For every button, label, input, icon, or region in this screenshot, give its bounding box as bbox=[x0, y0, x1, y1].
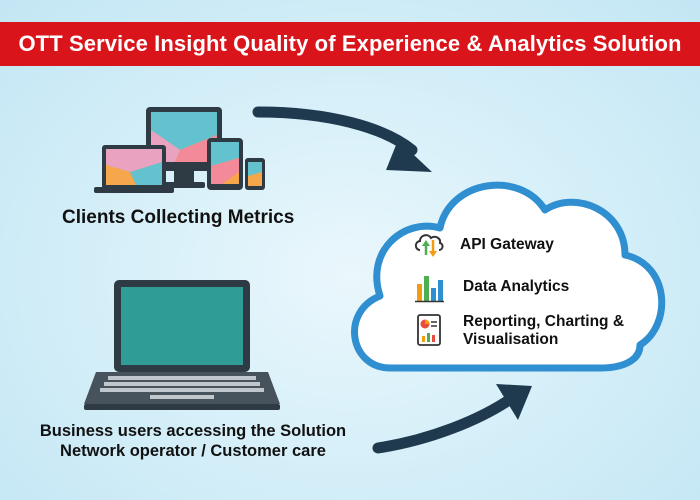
business-caption-line1: Business users accessing the Solution bbox=[39, 422, 347, 440]
title-banner: OTT Service Insight Quality of Experienc… bbox=[0, 22, 700, 66]
bar-chart-icon bbox=[415, 276, 444, 303]
page-title: OTT Service Insight Quality of Experienc… bbox=[18, 31, 682, 56]
arrow-to-cloud bbox=[252, 106, 432, 172]
arrow-from-cloud bbox=[372, 384, 532, 454]
api-gateway-icon bbox=[414, 234, 444, 257]
business-caption: Business users accessing the Solution Ne… bbox=[18, 421, 368, 461]
service-reporting: Reporting, Charting & Visualisation bbox=[412, 313, 653, 349]
service-label: Data Analytics bbox=[463, 278, 570, 295]
service-label-line1: Reporting, Charting & bbox=[463, 313, 625, 330]
service-label: Reporting, Charting & Visualisation bbox=[463, 313, 653, 349]
business-caption-line2: Network operator / Customer care bbox=[60, 442, 326, 460]
clients-caption: Clients Collecting Metrics bbox=[62, 207, 295, 228]
service-label: API Gateway bbox=[460, 236, 554, 253]
service-api-gateway: API Gateway bbox=[412, 228, 554, 262]
service-label-line2: Visualisation bbox=[463, 331, 559, 348]
report-icon bbox=[417, 314, 441, 346]
service-data-analytics: Data Analytics bbox=[412, 270, 569, 304]
business-laptop-icon bbox=[84, 280, 280, 410]
multi-device-icon bbox=[94, 107, 265, 193]
